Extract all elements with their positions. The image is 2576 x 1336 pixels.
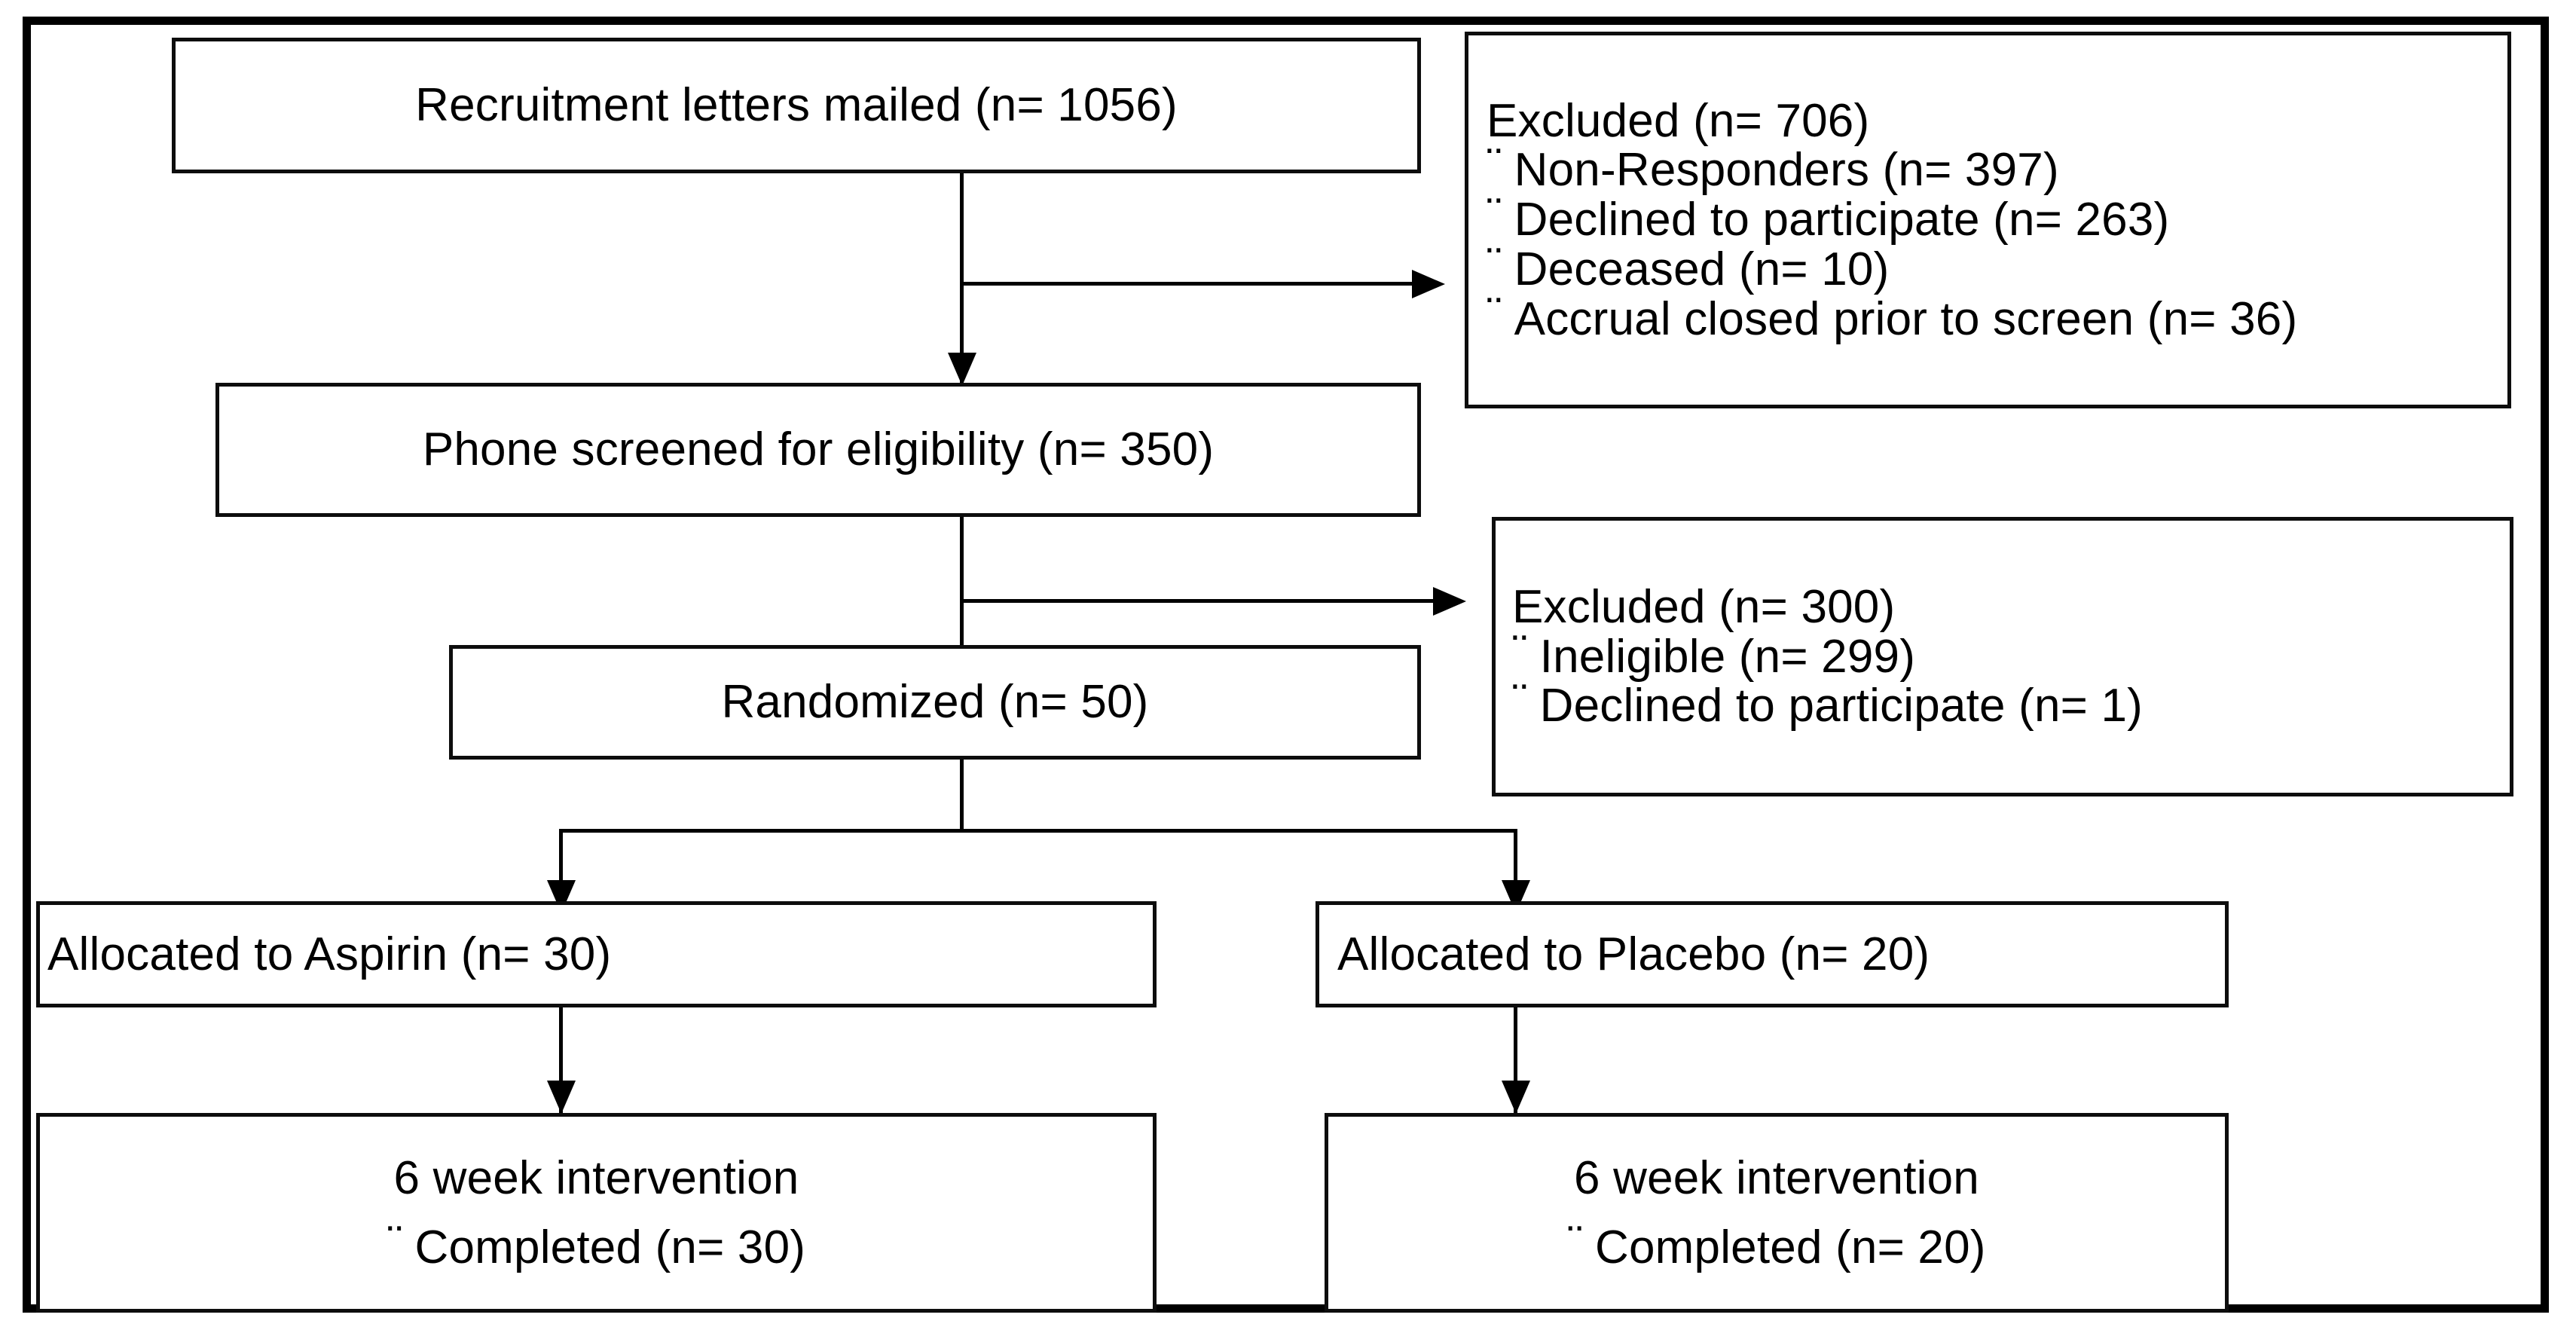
arrowhead-aspirin-intervention bbox=[547, 1081, 576, 1114]
connector-aspirin-to-intervention bbox=[559, 1007, 563, 1113]
node-intervention-aspirin-line-0: 6 week intervention bbox=[393, 1151, 799, 1204]
node-excluded-2: Excluded (n= 300) ¨ Ineligible (n= 299) … bbox=[1492, 517, 2513, 796]
node-allocated-placebo-line-0: Allocated to Placebo (n= 20) bbox=[1337, 928, 1930, 980]
bullet-glyph-icon: ¨ bbox=[387, 1216, 403, 1269]
bullet-glyph-icon: ¨ bbox=[1487, 238, 1502, 291]
node-excluded-2-bullet-1-text: Declined to participate (n= 1) bbox=[1539, 680, 2144, 732]
node-excluded-1-bullet-2-text: Deceased (n= 10) bbox=[1514, 243, 1890, 295]
node-intervention-placebo-line-0: 6 week intervention bbox=[1573, 1151, 1979, 1204]
node-randomized: Randomized (n= 50) bbox=[449, 645, 1421, 760]
arrowhead-to-excluded-1 bbox=[1412, 270, 1445, 298]
connector-randomized-split-bar bbox=[559, 829, 1517, 833]
connector-screen-to-randomized bbox=[960, 516, 964, 697]
node-excluded-2-bullet-0: ¨ Ineligible (n= 299) bbox=[1512, 627, 1916, 683]
node-allocated-aspirin: Allocated to Aspirin (n= 30) bbox=[36, 901, 1157, 1007]
connector-placebo-to-intervention bbox=[1514, 1007, 1517, 1113]
node-excluded-1-bullet-0-text: Non-Responders (n= 397) bbox=[1514, 144, 2059, 197]
connector-randomized-stem bbox=[960, 760, 964, 831]
node-intervention-placebo: 6 week intervention ¨ Completed (n= 20) bbox=[1325, 1113, 2229, 1313]
node-excluded-1-heading: Excluded (n= 706) bbox=[1487, 94, 1870, 147]
connector-screen-branch-to-excluded-1 bbox=[960, 282, 1421, 286]
bullet-glyph-icon: ¨ bbox=[1487, 189, 1502, 242]
node-intervention-aspirin-bullet-0-text: Completed (n= 30) bbox=[414, 1221, 806, 1273]
node-excluded-1-bullet-1: ¨ Declined to participate (n= 263) bbox=[1487, 191, 2170, 246]
node-intervention-placebo-bullet-0: ¨ Completed (n= 20) bbox=[1567, 1218, 1986, 1273]
bullet-glyph-icon: ¨ bbox=[1487, 139, 1502, 192]
node-excluded-1-bullet-2: ¨ Deceased (n= 10) bbox=[1487, 240, 1890, 295]
arrowhead-to-excluded-2 bbox=[1433, 587, 1466, 616]
node-phone-screen: Phone screened for eligibility (n= 350) bbox=[215, 383, 1421, 517]
node-excluded-2-bullet-1: ¨ Declined to participate (n= 1) bbox=[1512, 677, 2144, 732]
node-excluded-1-bullet-3: ¨ Accrual closed prior to screen (n= 36) bbox=[1487, 289, 2298, 345]
node-recruitment: Recruitment letters mailed (n= 1056) bbox=[172, 38, 1421, 173]
node-recruitment-line-0: Recruitment letters mailed (n= 1056) bbox=[415, 79, 1178, 132]
arrowhead-recruitment-to-screen bbox=[948, 353, 976, 386]
node-excluded-1-bullet-1-text: Declined to participate (n= 263) bbox=[1514, 194, 2170, 246]
bullet-glyph-icon: ¨ bbox=[1512, 625, 1528, 678]
node-randomized-line-0: Randomized (n= 50) bbox=[721, 676, 1149, 729]
node-allocated-placebo: Allocated to Placebo (n= 20) bbox=[1316, 901, 2229, 1007]
node-excluded-2-bullet-0-text: Ineligible (n= 299) bbox=[1539, 630, 1916, 683]
node-excluded-1: Excluded (n= 706) ¨ Non-Responders (n= 3… bbox=[1465, 32, 2511, 408]
bullet-glyph-icon: ¨ bbox=[1567, 1216, 1584, 1269]
connector-split-left-drop bbox=[559, 829, 563, 910]
bullet-glyph-icon: ¨ bbox=[1487, 288, 1502, 341]
node-intervention-aspirin-bullet-0: ¨ Completed (n= 30) bbox=[387, 1218, 806, 1273]
node-phone-screen-line-0: Phone screened for eligibility (n= 350) bbox=[422, 423, 1215, 476]
connector-randomized-branch-to-excluded-2 bbox=[960, 599, 1442, 603]
node-excluded-1-bullet-0: ¨ Non-Responders (n= 397) bbox=[1487, 141, 2059, 197]
connector-recruitment-to-screen bbox=[960, 170, 964, 383]
node-excluded-1-bullet-3-text: Accrual closed prior to screen (n= 36) bbox=[1514, 292, 2298, 345]
node-allocated-aspirin-line-0: Allocated to Aspirin (n= 30) bbox=[47, 928, 612, 980]
bullet-glyph-icon: ¨ bbox=[1512, 675, 1528, 728]
node-excluded-2-heading: Excluded (n= 300) bbox=[1512, 580, 1896, 633]
arrowhead-placebo-intervention bbox=[1502, 1081, 1530, 1114]
connector-split-right-drop bbox=[1514, 829, 1517, 910]
node-intervention-aspirin: 6 week intervention ¨ Completed (n= 30) bbox=[36, 1113, 1157, 1313]
node-intervention-placebo-bullet-0-text: Completed (n= 20) bbox=[1595, 1221, 1986, 1273]
